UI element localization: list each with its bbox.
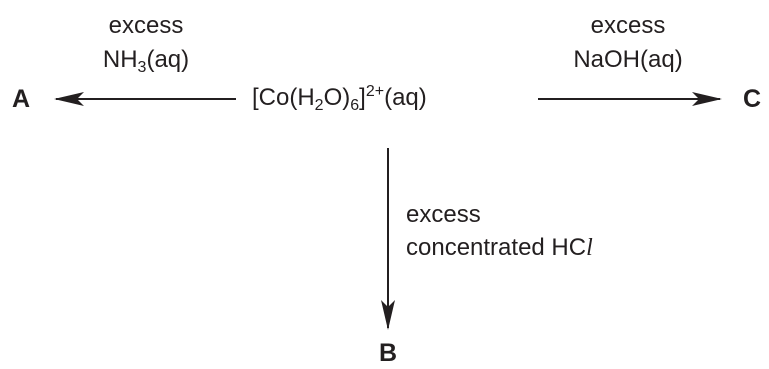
product-a: A [12, 85, 31, 113]
reactant-sub-h: 2 [314, 97, 324, 114]
product-b: B [378, 339, 398, 367]
left-reagent-sub: 3 [137, 59, 147, 76]
down-reagent-italic-l: l [586, 235, 593, 261]
reactant-formula: [Co(H2O)6]2+(aq) [252, 83, 427, 114]
reactant-state: (aq) [384, 84, 427, 111]
right-reagent-line2: NaOH(aq) [573, 46, 683, 73]
left-reagent-line1: excess [108, 12, 184, 39]
left-reagent-prefix: NH [102, 46, 138, 73]
down-reagent-prefix: concentrated HC [406, 234, 587, 261]
left-reagent-suffix: (aq) [146, 46, 190, 73]
left-reagent-line2: NH3(aq) [102, 46, 190, 76]
reactant-sub-water: 6 [350, 97, 360, 114]
reactant-close: ] [359, 84, 366, 111]
reactant-prefix: [Co(H [252, 84, 315, 111]
right-reagent-line1: excess [590, 12, 666, 39]
down-reagent-line1: excess [406, 201, 481, 228]
product-c: C [743, 85, 762, 113]
reactant-mid: O) [323, 84, 351, 111]
down-reagent-line2: concentrated HCl [406, 234, 593, 262]
reactant-charge: 2+ [365, 83, 385, 100]
